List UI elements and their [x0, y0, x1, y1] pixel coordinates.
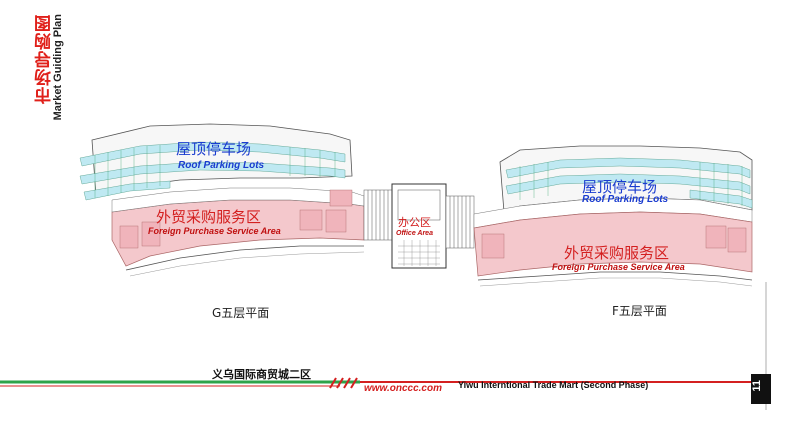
left-floor-label: G五层平面	[212, 306, 270, 320]
right-parking-row-2	[505, 173, 751, 195]
left-building	[79, 123, 365, 277]
left-parking-row-2	[79, 161, 346, 185]
right-service-cn: 外贸采购服务区	[564, 244, 670, 262]
right-roof-parking-en: Roof Parking Lots	[582, 194, 669, 205]
right-parking-row-1	[505, 157, 751, 179]
page-number: 11	[751, 380, 763, 392]
right-building	[473, 145, 753, 287]
footer-bars	[0, 377, 760, 389]
office-block	[391, 183, 447, 269]
footer-url[interactable]: www.onccc.com	[364, 383, 442, 394]
left-parking-row-1	[79, 141, 346, 167]
right-roof-parking-cn: 屋顶停车场	[582, 178, 658, 196]
footer-en-name: Yiwu Interntional Trade Mart (Second Pha…	[458, 380, 649, 390]
left-service-cn: 外贸采购服务区	[156, 208, 262, 226]
left-parking-row-3	[83, 180, 171, 201]
right-floor-label: F五层平面	[612, 304, 667, 318]
right-service-area	[473, 211, 753, 277]
page-number-box: 11	[751, 374, 771, 404]
left-roof-parking-en: Roof Parking Lots	[178, 160, 265, 171]
left-roof-parking-cn: 屋顶停车场	[176, 140, 252, 158]
footer-cn-name: 义乌国际商贸城二区	[212, 368, 311, 381]
left-service-en: Foreign Purchase Service Area	[148, 226, 281, 236]
office-cn: 办公区	[398, 216, 431, 229]
right-service-en: Foreign Purchase Service Area	[552, 262, 685, 272]
left-bridge	[363, 189, 393, 241]
right-parking-row-3	[689, 189, 753, 209]
office-en: Office Area	[396, 230, 433, 237]
right-bridge	[445, 195, 475, 249]
